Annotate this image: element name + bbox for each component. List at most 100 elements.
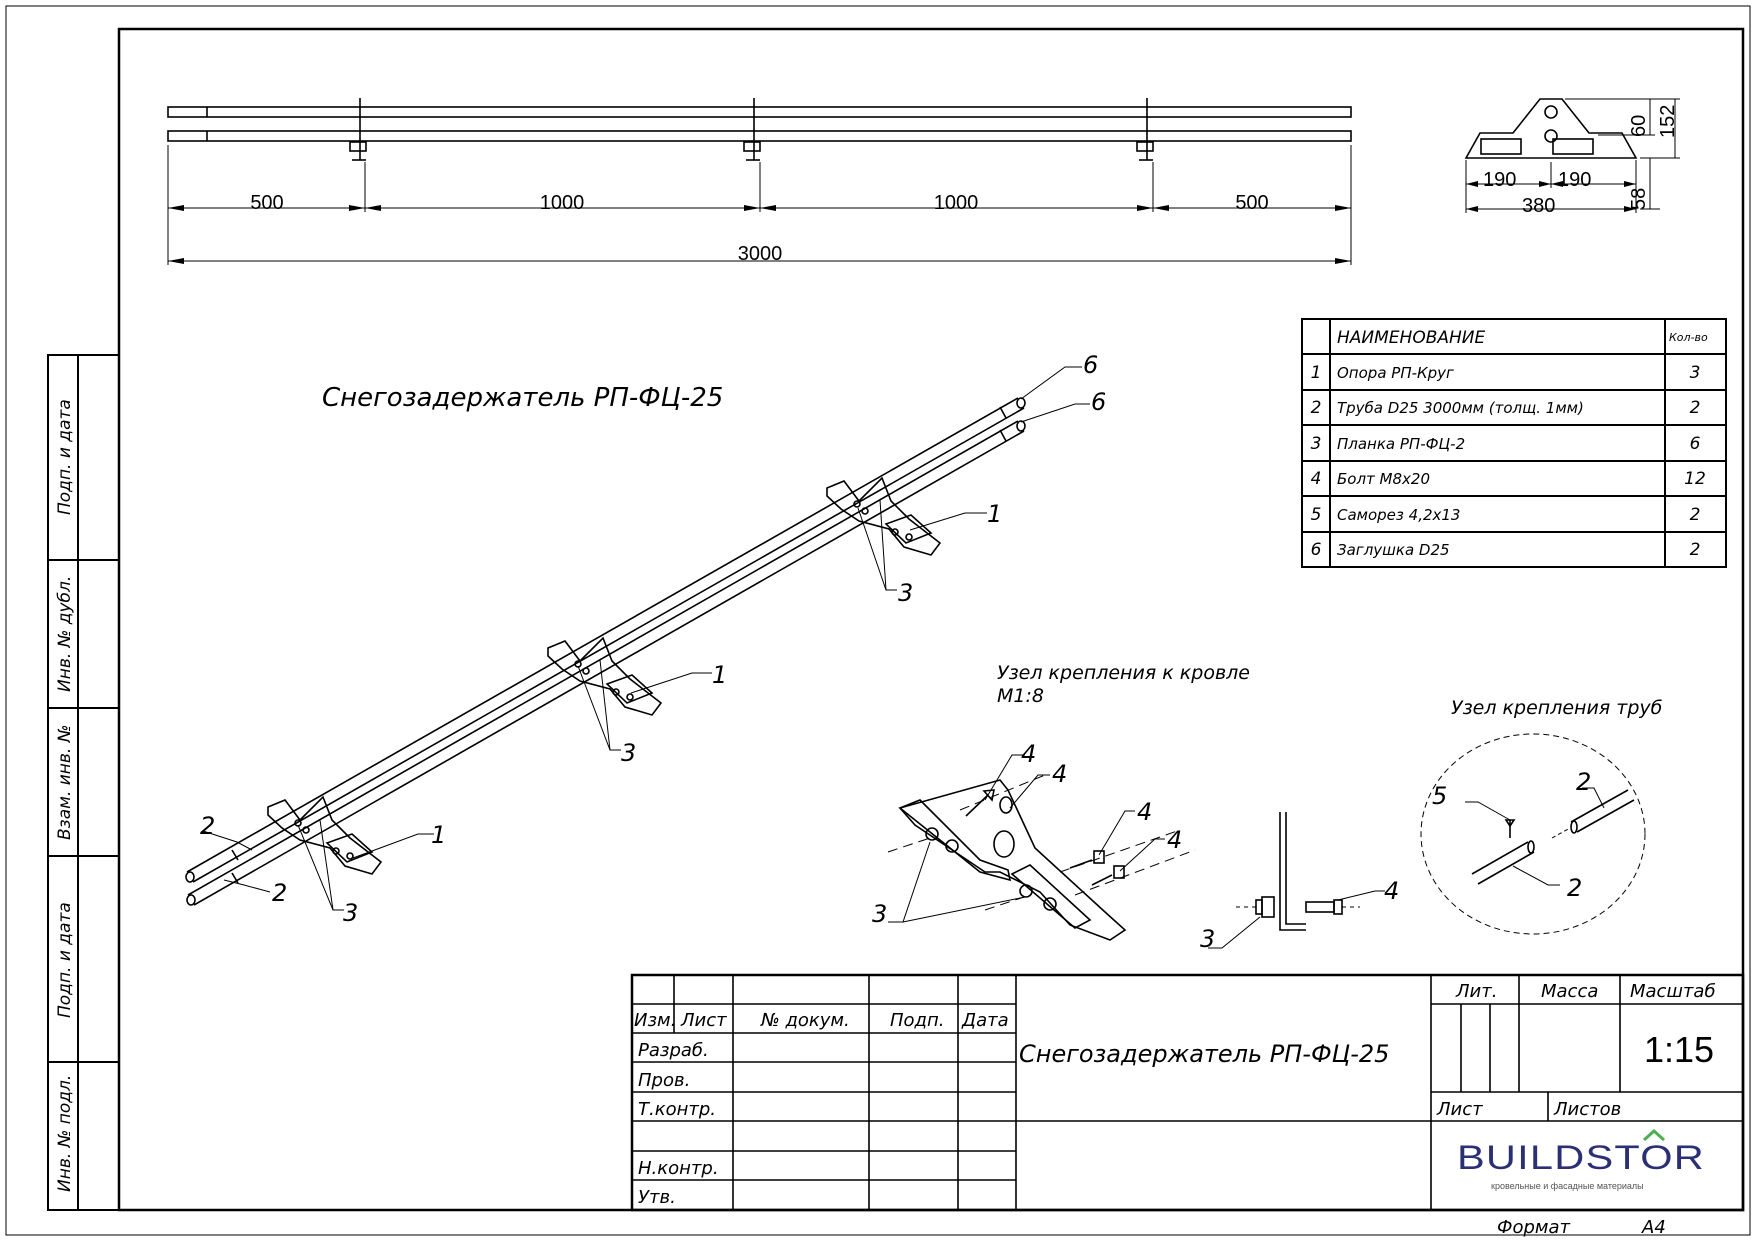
callout-roof-2: 4 bbox=[1052, 760, 1067, 788]
callout-pipe-1: 5 bbox=[1432, 782, 1447, 810]
spec-row-qty: 12 bbox=[1684, 469, 1706, 489]
spec-row: 5 Саморез 4,2х13 2 bbox=[1311, 505, 1701, 525]
tb-col-izm: Изм. bbox=[634, 1010, 676, 1031]
callout-side-2: 3 bbox=[1200, 925, 1215, 953]
top-view-dim-3: 1000 bbox=[934, 192, 979, 214]
roof-node-title: Узел крепления к кровле bbox=[997, 662, 1250, 684]
tb-role-checked: Пров. bbox=[638, 1070, 690, 1091]
callout-main-3: 1 bbox=[987, 500, 1002, 528]
sheet-outer-border bbox=[5, 5, 1751, 1236]
tb-sheets: Листов bbox=[1553, 1099, 1621, 1120]
spec-row-name: Труба D25 3000мм (толщ. 1мм) bbox=[1337, 399, 1584, 417]
logo-brand: BUILDSTOR bbox=[1457, 1139, 1705, 1177]
spec-row-name: Болт М8х20 bbox=[1337, 470, 1430, 488]
spec-rows: 1 Опора РП-Круг 3 2 Труба D25 3000мм (то… bbox=[1311, 363, 1706, 560]
side-stamp-cell-3: Взам. инв. № bbox=[55, 725, 75, 840]
spec-row-name: Саморез 4,2х13 bbox=[1337, 506, 1460, 524]
tb-col-list: Лист bbox=[680, 1010, 727, 1031]
title-block bbox=[630, 973, 1745, 1212]
profile-dim-height-total: 152 bbox=[1657, 105, 1679, 138]
house-icon bbox=[1642, 1128, 1666, 1142]
callout-roof-4: 4 bbox=[1167, 826, 1182, 854]
tb-role-tech-control: Т.контр. bbox=[638, 1099, 716, 1120]
spec-row-num: 3 bbox=[1311, 434, 1322, 454]
spec-row-qty: 2 bbox=[1690, 540, 1701, 560]
top-view-support-1 bbox=[349, 98, 367, 161]
logo-tagline: кровельные и фасадные материалы bbox=[1491, 1181, 1644, 1191]
callout-main-9: 1 bbox=[431, 821, 446, 849]
support-3 bbox=[826, 476, 942, 556]
spec-row-qty: 2 bbox=[1690, 505, 1701, 525]
tb-role-developer: Разраб. bbox=[638, 1040, 709, 1061]
isometric-assembly bbox=[185, 366, 1090, 911]
tb-role-approved: Утв. bbox=[638, 1187, 676, 1208]
spec-row-name: Опора РП-Круг bbox=[1337, 364, 1454, 382]
spec-row-name: Планка РП-ФЦ-2 bbox=[1337, 435, 1465, 453]
spec-row-num: 6 bbox=[1311, 540, 1322, 560]
profile-dim-base: 58 bbox=[1628, 188, 1650, 210]
tb-col-doc: № докум. bbox=[760, 1010, 850, 1031]
drawing-title: Снегозадержатель РП-ФЦ-25 bbox=[322, 383, 723, 413]
tb-role-norm-control: Н.контр. bbox=[638, 1158, 719, 1179]
callout-main-6: 3 bbox=[621, 739, 636, 767]
profile-dim-half-left: 190 bbox=[1483, 169, 1516, 191]
buildstor-logo: BUILDSTOR кровельные и фасадные материал… bbox=[1457, 1128, 1705, 1191]
roof-node-bolt-2 bbox=[1069, 850, 1105, 869]
tb-col-sign: Подп. bbox=[890, 1010, 944, 1031]
callout-main-1: 6 bbox=[1083, 351, 1098, 379]
spec-row-num: 4 bbox=[1311, 469, 1322, 489]
spec-row-qty: 3 bbox=[1690, 363, 1701, 383]
side-stamp-cell-2: Инв. № дубл. bbox=[55, 576, 75, 692]
callout-pipe-2: 2 bbox=[1576, 768, 1591, 796]
callout-roof-3: 4 bbox=[1137, 798, 1152, 826]
tb-scale-label: Масштаб bbox=[1630, 981, 1716, 1002]
tb-scale-value: 1:15 bbox=[1644, 1029, 1714, 1070]
callout-pipe-3: 2 bbox=[1567, 874, 1582, 902]
spec-row: 2 Труба D25 3000мм (толщ. 1мм) 2 bbox=[1311, 398, 1701, 418]
callout-roof-1: 4 bbox=[1021, 740, 1036, 768]
profile-dim-half-right: 190 bbox=[1558, 169, 1591, 191]
callout-main-4: 3 bbox=[898, 579, 913, 607]
spec-row: 3 Планка РП-ФЦ-2 6 bbox=[1311, 434, 1701, 454]
top-view-dim-1: 500 bbox=[250, 192, 283, 214]
spec-row-num: 1 bbox=[1311, 363, 1322, 383]
spec-header-qty: Кол-во bbox=[1669, 331, 1708, 344]
callout-side-1: 4 bbox=[1384, 877, 1399, 905]
spec-row-num: 2 bbox=[1311, 398, 1322, 418]
spec-table bbox=[1301, 318, 1727, 568]
callout-main-5: 1 bbox=[712, 661, 727, 689]
side-stamp bbox=[47, 354, 120, 1211]
tb-format-label: Формат bbox=[1497, 1217, 1571, 1238]
top-view-dim-2: 1000 bbox=[540, 192, 585, 214]
callout-main-2: 6 bbox=[1091, 388, 1106, 416]
support-2 bbox=[547, 636, 663, 716]
tb-lit: Лит. bbox=[1455, 981, 1497, 1002]
profile-dim-width: 380 bbox=[1522, 195, 1555, 217]
callout-main-10: 3 bbox=[343, 899, 358, 927]
spec-row: 6 Заглушка D25 2 bbox=[1311, 540, 1701, 560]
tb-title: Снегозадержатель РП-ФЦ-25 bbox=[1019, 1040, 1389, 1068]
profile-view bbox=[1464, 98, 1680, 213]
spec-header-name: НАИМЕНОВАНИЕ bbox=[1337, 328, 1485, 348]
spec-row-name: Заглушка D25 bbox=[1337, 541, 1450, 559]
side-node bbox=[1208, 812, 1385, 949]
tb-mass: Масса bbox=[1541, 981, 1598, 1002]
spec-row: 4 Болт М8х20 12 bbox=[1311, 469, 1706, 489]
roof-node-bolt-3 bbox=[1091, 865, 1125, 886]
roof-node-scale: М1:8 bbox=[997, 685, 1044, 707]
top-view bbox=[167, 98, 1352, 265]
spec-row: 1 Опора РП-Круг 3 bbox=[1311, 363, 1701, 383]
roof-node-bolt-1 bbox=[965, 789, 995, 817]
tb-sheet: Лист bbox=[1436, 1099, 1483, 1120]
spec-row-qty: 6 bbox=[1690, 434, 1701, 454]
callout-main-8: 2 bbox=[272, 879, 287, 907]
roof-node bbox=[887, 754, 1196, 941]
top-view-dim-4: 500 bbox=[1235, 192, 1268, 214]
top-view-dim-overall: 3000 bbox=[738, 243, 783, 265]
side-stamp-cell-4: Подп. и дата bbox=[55, 902, 75, 1018]
top-view-support-2 bbox=[743, 98, 761, 161]
side-stamp-cell-1: Подп. и дата bbox=[55, 399, 75, 515]
callout-main-7: 2 bbox=[200, 812, 215, 840]
spec-row-qty: 2 bbox=[1690, 398, 1701, 418]
